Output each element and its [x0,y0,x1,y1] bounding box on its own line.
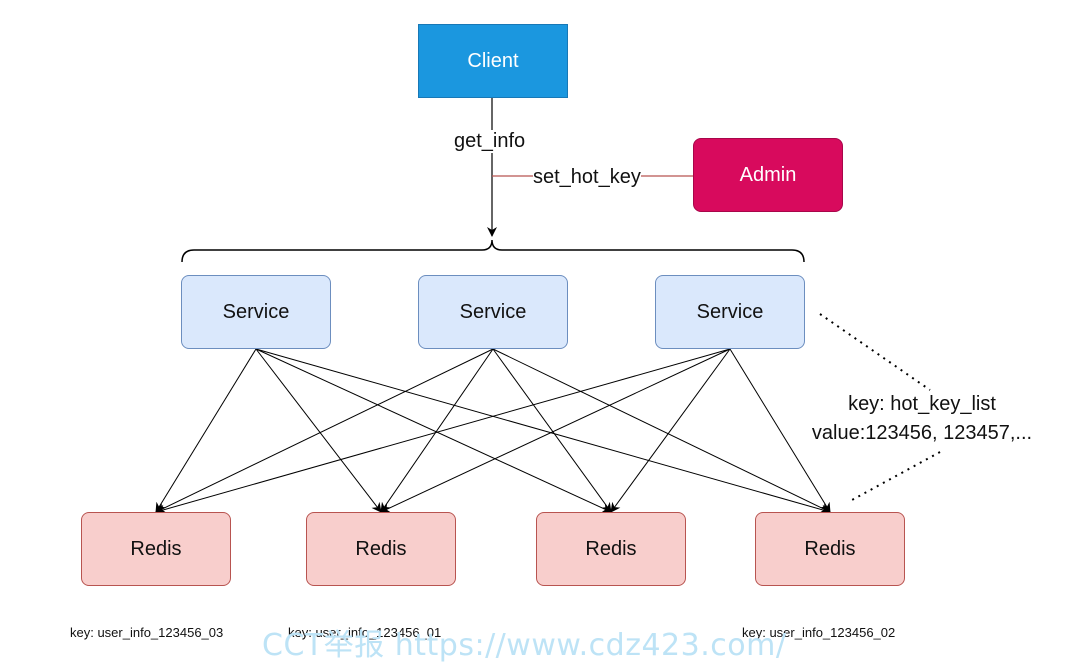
edge-service-2-redis-1 [155,348,494,513]
watermark: CCT举报 https://www.cdz423.com/ [262,628,787,663]
client-node: Client [418,24,568,98]
service-to-redis-edges [155,348,831,515]
get-info-label: get_info [454,130,526,153]
set-hot-key-label: set_hot_key [533,166,641,189]
edge-service-2-redis-3 [492,348,612,513]
edge-service-3-redis-4 [729,348,831,513]
redis-node-1: Redis [81,512,231,586]
hot-key-note-key: key: hot_key_list [848,393,996,415]
edge-service-2-redis-2 [380,348,494,513]
edge-service-3-redis-1 [155,348,731,515]
redis-node-3: Redis [536,512,686,586]
edge-service-1-redis-4 [255,348,831,515]
redis-key-label-1: key: user_info_123456_03 [70,625,224,640]
hot-key-note-dots-lower [851,451,941,501]
hot-key-note-dots-upper [819,313,931,391]
edge-service-2-redis-4 [492,348,831,513]
redis-key-label-2: key: user_info_123456_01 [288,625,442,640]
edge-service-3-redis-3 [610,348,731,513]
hot-key-note-value: value:123456, 123457,... [811,422,1033,444]
redis-node-2: Redis [306,512,456,586]
service-node-3: Service [655,275,805,349]
hot-key-note: key: hot_key_list value:123456, 123457,.… [790,390,1054,448]
service-node-1: Service [181,275,331,349]
redis-node-4: Redis [755,512,905,586]
edge-service-3-redis-2 [380,348,731,513]
edge-service-1-redis-1 [155,348,257,513]
admin-node: Admin [693,138,843,212]
service-node-2: Service [418,275,568,349]
service-group-brace [181,239,805,263]
edge-service-1-redis-3 [255,348,612,513]
redis-key-label-4: key: user_info_123456_02 [742,625,896,640]
edge-service-1-redis-2 [255,348,382,513]
